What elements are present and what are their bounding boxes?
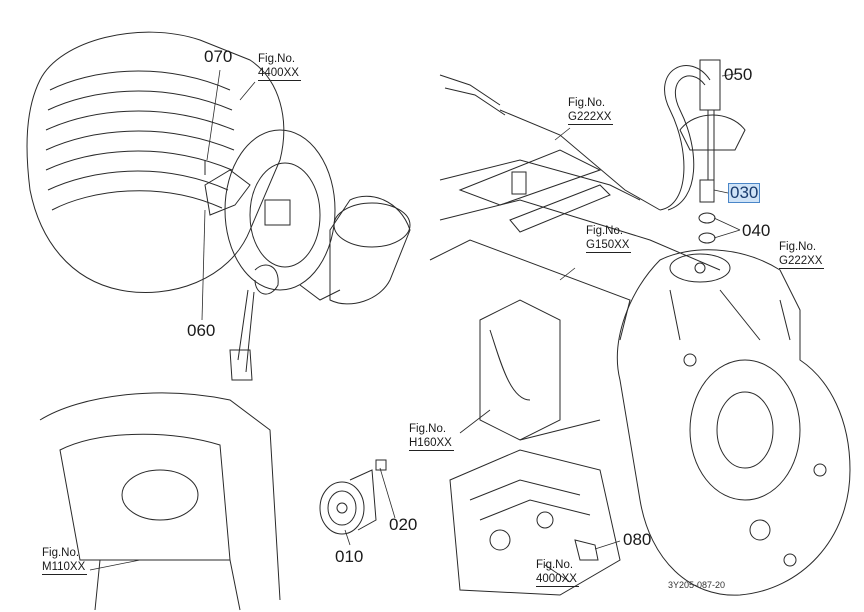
horn-drawing	[319, 459, 387, 535]
callout-070[interactable]: 070	[204, 47, 233, 66]
callout-060[interactable]: 060	[187, 321, 216, 340]
fig-ref-code: 4000XX	[536, 573, 579, 587]
fig-ref-label: Fig.No.	[779, 241, 817, 253]
callout-020[interactable]: 020	[389, 515, 418, 534]
fig-ref-code: G222XX	[779, 255, 825, 269]
fig-ref-code: H160XX	[409, 437, 454, 451]
fig-ref-code: G222XX	[568, 111, 614, 125]
fig-ref-4000xx[interactable]: Fig.No. 4000XX	[536, 558, 579, 587]
fig-ref-label: Fig.No.	[409, 423, 447, 435]
fig-ref-g150xx[interactable]: Fig.No. G150XX	[586, 224, 632, 253]
fig-ref-4400xx[interactable]: Fig.No. 4400XX	[258, 52, 301, 81]
leader-lines	[89, 69, 741, 583]
fig-ref-label: Fig.No.	[586, 225, 624, 237]
fig-ref-code: G150XX	[586, 239, 632, 253]
housing-drawing	[616, 249, 851, 596]
fig-ref-label: Fig.No.	[258, 53, 296, 65]
callout-080[interactable]: 080	[623, 530, 652, 549]
fig-ref-code: 4400XX	[258, 67, 301, 81]
document-id: 3Y205-087-20	[668, 580, 726, 590]
engine-block-drawing	[449, 449, 621, 596]
frame-drawing	[429, 149, 721, 441]
fig-ref-g222xx-cable[interactable]: Fig.No. G222XX	[568, 96, 614, 125]
fig-ref-g222xx-housing[interactable]: Fig.No. G222XX	[779, 240, 825, 269]
fig-ref-label: Fig.No.	[536, 559, 574, 571]
hood-drawing	[39, 392, 281, 611]
fig-ref-label: Fig.No.	[568, 97, 606, 109]
callout-040[interactable]: 040	[742, 221, 771, 240]
fig-ref-h160xx[interactable]: Fig.No. H160XX	[409, 422, 454, 451]
callout-050[interactable]: 050	[724, 65, 753, 84]
fig-ref-code: M110XX	[42, 561, 88, 575]
cable-drawing	[439, 59, 746, 244]
air-cleaner-drawing	[26, 31, 411, 381]
callout-010[interactable]: 010	[335, 547, 364, 566]
callout-030-selected[interactable]: 030	[727, 183, 761, 203]
fig-ref-label: Fig.No.	[42, 547, 80, 559]
fig-ref-m110xx[interactable]: Fig.No. M110XX	[42, 546, 88, 575]
